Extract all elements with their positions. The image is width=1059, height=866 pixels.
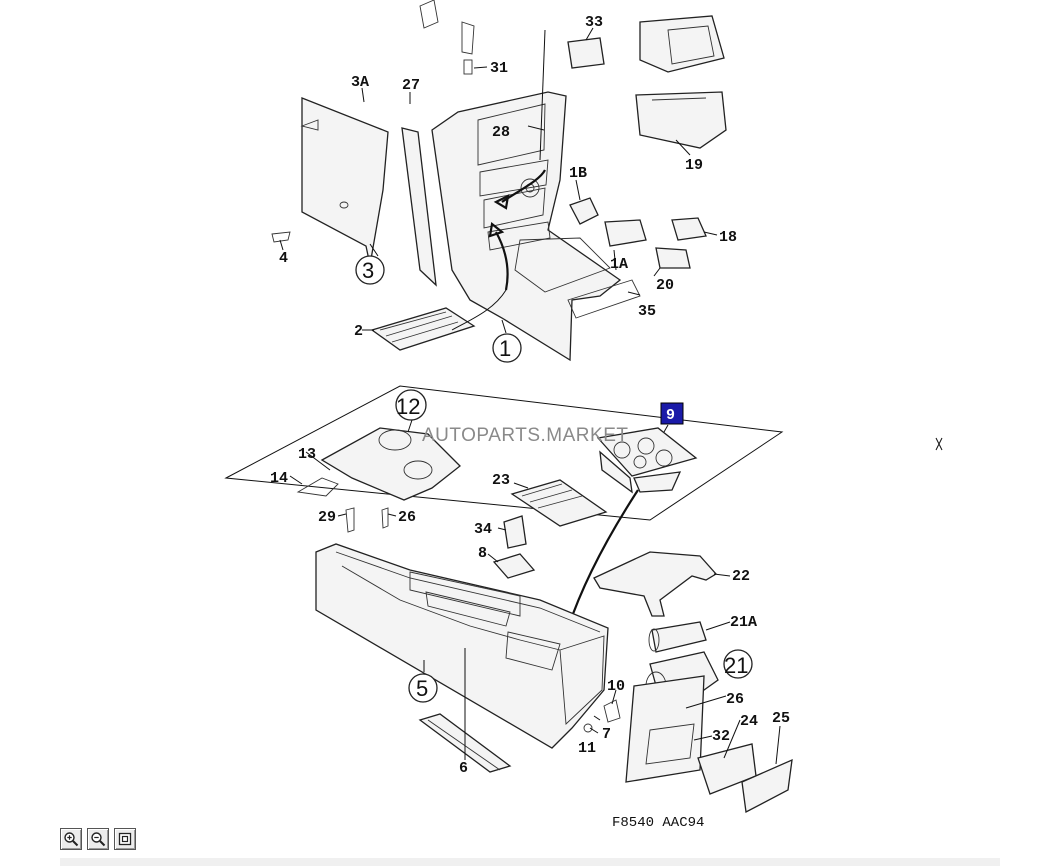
label-12: 12	[396, 394, 420, 419]
callout-21	[723, 649, 753, 679]
fit-to-window-button[interactable]	[114, 828, 136, 850]
zoom-out-button[interactable]	[87, 828, 109, 850]
label-33: 33	[585, 14, 603, 31]
leader-lines	[279, 27, 943, 765]
label-29: 29	[318, 509, 336, 526]
label-3a: 3A	[351, 74, 369, 91]
label-27: 27	[402, 77, 420, 94]
label-31: 31	[490, 60, 508, 77]
label-19: 19	[685, 157, 703, 174]
callout-12	[395, 389, 427, 421]
label-11: 11	[578, 740, 596, 757]
label-3: 3	[362, 258, 374, 283]
bottom-strip	[60, 858, 1000, 866]
label-35: 35	[638, 303, 656, 320]
label-24: 24	[740, 713, 758, 730]
callout-5	[408, 673, 438, 703]
label-2: 2	[354, 323, 363, 340]
label-13: 13	[298, 446, 316, 463]
highlighted-label-9[interactable]: 9	[660, 402, 684, 425]
label-10: 10	[607, 678, 625, 695]
watermark-text: AUTOPARTS.MARKET	[422, 425, 628, 446]
label-34: 34	[474, 521, 492, 538]
label-20: 20	[656, 277, 674, 294]
label-25: 25	[772, 710, 790, 727]
magnifier-plus-icon	[64, 832, 79, 847]
label-21a: 21A	[730, 614, 757, 631]
tray-outline	[224, 385, 784, 521]
callout-1	[492, 333, 522, 363]
label-21: 21	[724, 653, 748, 678]
zoom-in-button[interactable]	[60, 828, 82, 850]
label-9: 9	[666, 407, 675, 424]
zoom-toolbar	[60, 828, 136, 854]
label-8: 8	[478, 545, 487, 562]
fit-frame-icon	[118, 832, 132, 846]
label-1: 1	[499, 336, 511, 361]
label-7: 7	[602, 726, 611, 743]
exploded-parts-diagram: 3A 27 4 3 2 1 31 33 28 19 1B 18 1A 20 35…	[224, 0, 943, 830]
magnifier-minus-icon	[91, 832, 106, 847]
label-5: 5	[416, 676, 428, 701]
label-1a: 1A	[610, 256, 628, 273]
callout-3	[355, 255, 385, 285]
part-labels: 3A 27 4 3 2 1 31 33 28 19 1B 18 1A 20 35…	[270, 14, 790, 777]
label-18: 18	[719, 229, 737, 246]
label-1b: 1B	[569, 165, 587, 182]
label-26-bottom: 26	[726, 691, 744, 708]
lower-assembly	[296, 427, 793, 814]
label-4: 4	[279, 250, 288, 267]
label-14: 14	[270, 470, 288, 487]
label-26-top: 26	[398, 509, 416, 526]
label-22: 22	[732, 568, 750, 585]
upper-assembly	[271, 0, 727, 362]
label-23: 23	[492, 472, 510, 489]
label-28: 28	[492, 124, 510, 141]
diagram-reference-code: F8540 AAC94	[612, 815, 704, 830]
label-6: 6	[459, 760, 468, 777]
label-32: 32	[712, 728, 730, 745]
